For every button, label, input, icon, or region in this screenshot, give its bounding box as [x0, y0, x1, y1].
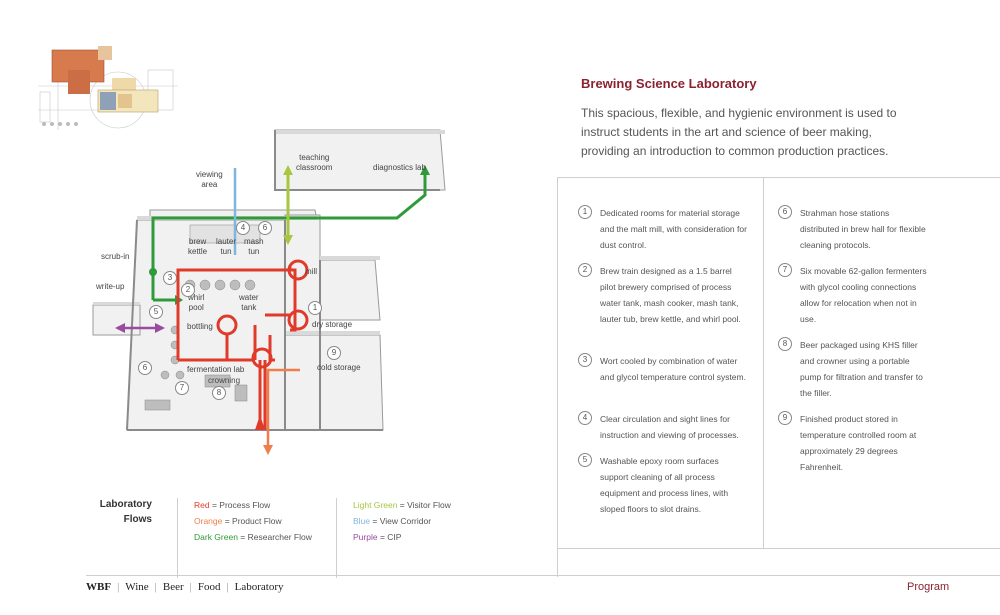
note-text: Six movable 62-gallon fermenters with gl… [800, 266, 927, 324]
note-3: 3 Wort cooled by combination of water an… [578, 353, 748, 385]
section-label: Program [907, 581, 950, 593]
label-diagnostics-lab: diagnostics lab [373, 163, 426, 172]
footer-nav: WBF|Wine|Beer|Food|Laboratory [86, 581, 284, 593]
note-5: 5 Washable epoxy room surfaces support c… [578, 453, 748, 517]
divider-bottom [557, 548, 1000, 549]
legend-item-dark-green: Dark Green = Researcher Flow [194, 532, 312, 542]
marker-6: 6 [258, 221, 272, 235]
note-number: 9 [778, 411, 792, 425]
divider-legend-1 [177, 498, 178, 578]
note-number: 2 [578, 263, 592, 277]
legend-item-light-green: Light Green = Visitor Flow [353, 500, 451, 510]
label-crowning: crowning [208, 376, 241, 385]
note-number: 5 [578, 453, 592, 467]
label-write-up: write-up [96, 282, 125, 291]
note-4: 4 Clear circulation and sight lines for … [578, 411, 748, 443]
divider-notes [763, 177, 764, 549]
label-mill: mill [305, 267, 317, 276]
label-fermentation-lab: fermentation lab [187, 365, 245, 374]
note-1: 1 Dedicated rooms for material storage a… [578, 205, 748, 253]
site-key-plan [38, 46, 178, 130]
note-number: 3 [578, 353, 592, 367]
note-text: Dedicated rooms for material storage and… [600, 208, 747, 250]
marker-7: 7 [175, 381, 189, 395]
marker-9: 9 [327, 346, 341, 360]
nav-laboratory[interactable]: Laboratory [234, 581, 284, 593]
label-bottling: bottling [187, 322, 213, 331]
divider-footer [86, 575, 1000, 576]
intro-paragraph: This spacious, flexible, and hygienic en… [581, 106, 897, 158]
note-7: 7 Six movable 62-gallon fermenters with … [778, 263, 928, 327]
note-text: Washable epoxy room surfaces support cle… [600, 456, 729, 514]
note-2: 2 Brew train designed as a 1.5 barrel pi… [578, 263, 748, 327]
brand-logo[interactable]: WBF [86, 581, 112, 593]
page-title: Brewing Science Laboratory [581, 76, 757, 91]
note-number: 7 [778, 263, 792, 277]
nav-beer[interactable]: Beer [162, 581, 184, 593]
marker-4: 4 [236, 221, 250, 235]
marker-8: 8 [212, 386, 226, 400]
note-text: Beer packaged using KHS filler and crown… [800, 340, 923, 398]
note-number: 4 [578, 411, 592, 425]
legend-item-orange: Orange = Product Flow [194, 516, 282, 526]
note-text: Strahman hose stations distributed in br… [800, 208, 926, 250]
label-dry-storage: dry storage [312, 320, 353, 329]
note-6: 6 Strahman hose stations distributed in … [778, 205, 928, 253]
divider-top [557, 177, 1000, 178]
nav-food[interactable]: Food [197, 581, 221, 593]
divider-legend-2 [336, 498, 337, 578]
note-8: 8 Beer packaged using KHS filler and cro… [778, 337, 928, 401]
note-number: 6 [778, 205, 792, 219]
divider-left [557, 177, 558, 577]
marker-1: 1 [308, 301, 322, 315]
label-scrub-in: scrub-in [101, 252, 130, 261]
note-text: Wort cooled by combination of water and … [600, 356, 746, 382]
legend-item-blue: Blue = View Corridor [353, 516, 432, 526]
note-text: Clear circulation and sight lines for in… [600, 414, 739, 440]
nav-wine[interactable]: Wine [125, 581, 149, 593]
note-text: Brew train designed as a 1.5 barrel pilo… [600, 266, 741, 324]
note-number: 1 [578, 205, 592, 219]
label-cold-storage: cold storage [317, 363, 361, 372]
note-number: 8 [778, 337, 792, 351]
legend-item-purple: Purple = CIP [353, 532, 402, 542]
note-9: 9 Finished product stored in temperature… [778, 411, 928, 475]
legend-item-red: Red = Process Flow [194, 500, 271, 510]
note-text: Finished product stored in temperature c… [800, 414, 917, 472]
marker-3: 3 [163, 271, 177, 285]
marker-6b: 6 [138, 361, 152, 375]
marker-2: 2 [181, 283, 195, 297]
marker-5: 5 [149, 305, 163, 319]
brewery-floor-plan [92, 129, 446, 455]
